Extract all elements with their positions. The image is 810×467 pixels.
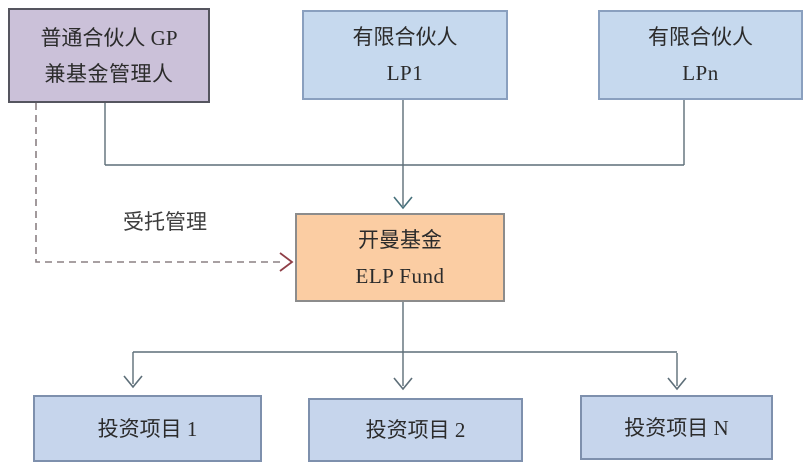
- node-lpn: 有限合伙人 LPn: [598, 10, 803, 100]
- node-project-n: 投资项目 N: [580, 395, 773, 460]
- trust-management-dashed-line: [35, 103, 282, 263]
- node-cayman-fund: 开曼基金 ELP Fund: [295, 213, 505, 302]
- node-project-2-label: 投资项目 2: [365, 418, 466, 442]
- node-project-1-label: 投资项目 1: [97, 416, 198, 441]
- bottom-connector-lines: [132, 302, 678, 386]
- trust-management-arrowhead-icon: [279, 252, 294, 272]
- arrow-into-projectN-icon: [667, 377, 687, 391]
- node-gp-line2: 兼基金管理人: [44, 61, 174, 86]
- trust-management-label: 受托管理: [123, 210, 207, 234]
- node-lpn-line1: 有限合伙人: [648, 25, 753, 49]
- node-lp1: 有限合伙人 LP1: [302, 10, 508, 100]
- top-connector-lines: [104, 100, 685, 206]
- node-project-2: 投资项目 2: [308, 398, 523, 462]
- node-gp-fund-manager: 普通合伙人 GP 兼基金管理人: [8, 8, 210, 103]
- node-project-1: 投资项目 1: [33, 395, 262, 462]
- arrow-into-fund-icon: [393, 196, 413, 210]
- node-fund-line2: ELP Fund: [355, 263, 445, 288]
- node-lpn-line2: LPn: [682, 61, 719, 85]
- node-lp1-line2: LP1: [386, 61, 424, 85]
- node-gp-line1: 普通合伙人 GP: [40, 25, 178, 50]
- node-project-n-label: 投资项目 N: [624, 415, 729, 440]
- node-lp1-line1: 有限合伙人: [352, 25, 458, 49]
- arrow-into-project2-icon: [393, 377, 413, 391]
- arrow-into-project1-icon: [123, 375, 143, 389]
- node-fund-line1: 开曼基金: [358, 227, 442, 252]
